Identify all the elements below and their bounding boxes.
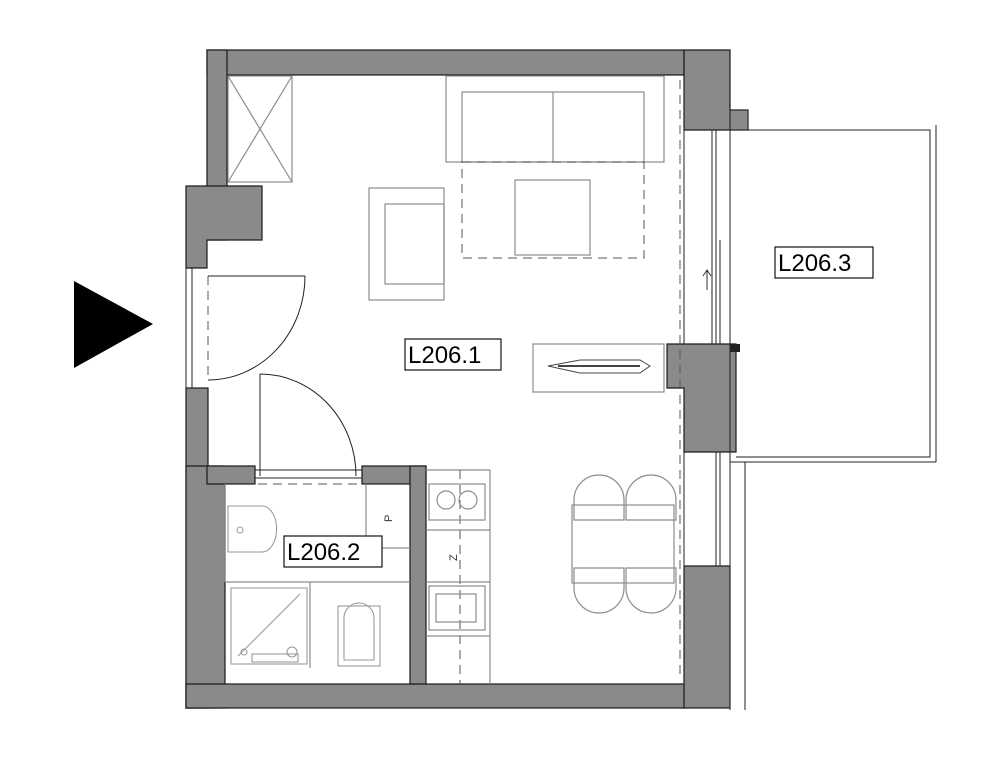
exterior-walls [185,49,749,709]
balcony [729,109,937,710]
dining-set [571,474,677,614]
entrance-arrow-icon [74,281,153,368]
window-balcony-door [679,80,721,680]
shower-tray [230,587,308,665]
svg-text:L206.2: L206.2 [287,539,360,566]
room-label-living: L206.1 [404,338,502,371]
kitchenette: Z [426,469,491,684]
room-label-balcony: L206.3 [774,246,874,279]
ventilation-shaft [227,75,293,183]
tv-unit [532,343,665,393]
dishwasher-mark: P [383,515,395,522]
bathroom-fixtures: P [224,484,410,668]
kitchen-sink [428,585,486,631]
toilet [337,605,381,667]
sofa [445,75,665,259]
armchair [368,187,445,301]
cooktop [428,483,486,521]
fridge-mark: Z [448,554,460,561]
bathroom-door [255,373,362,485]
svg-text:L206.3: L206.3 [778,250,851,277]
room-label-bathroom: L206.2 [283,535,383,568]
entrance-door [185,268,306,388]
washbasin [227,505,278,553]
svg-text:L206.1: L206.1 [408,342,481,369]
